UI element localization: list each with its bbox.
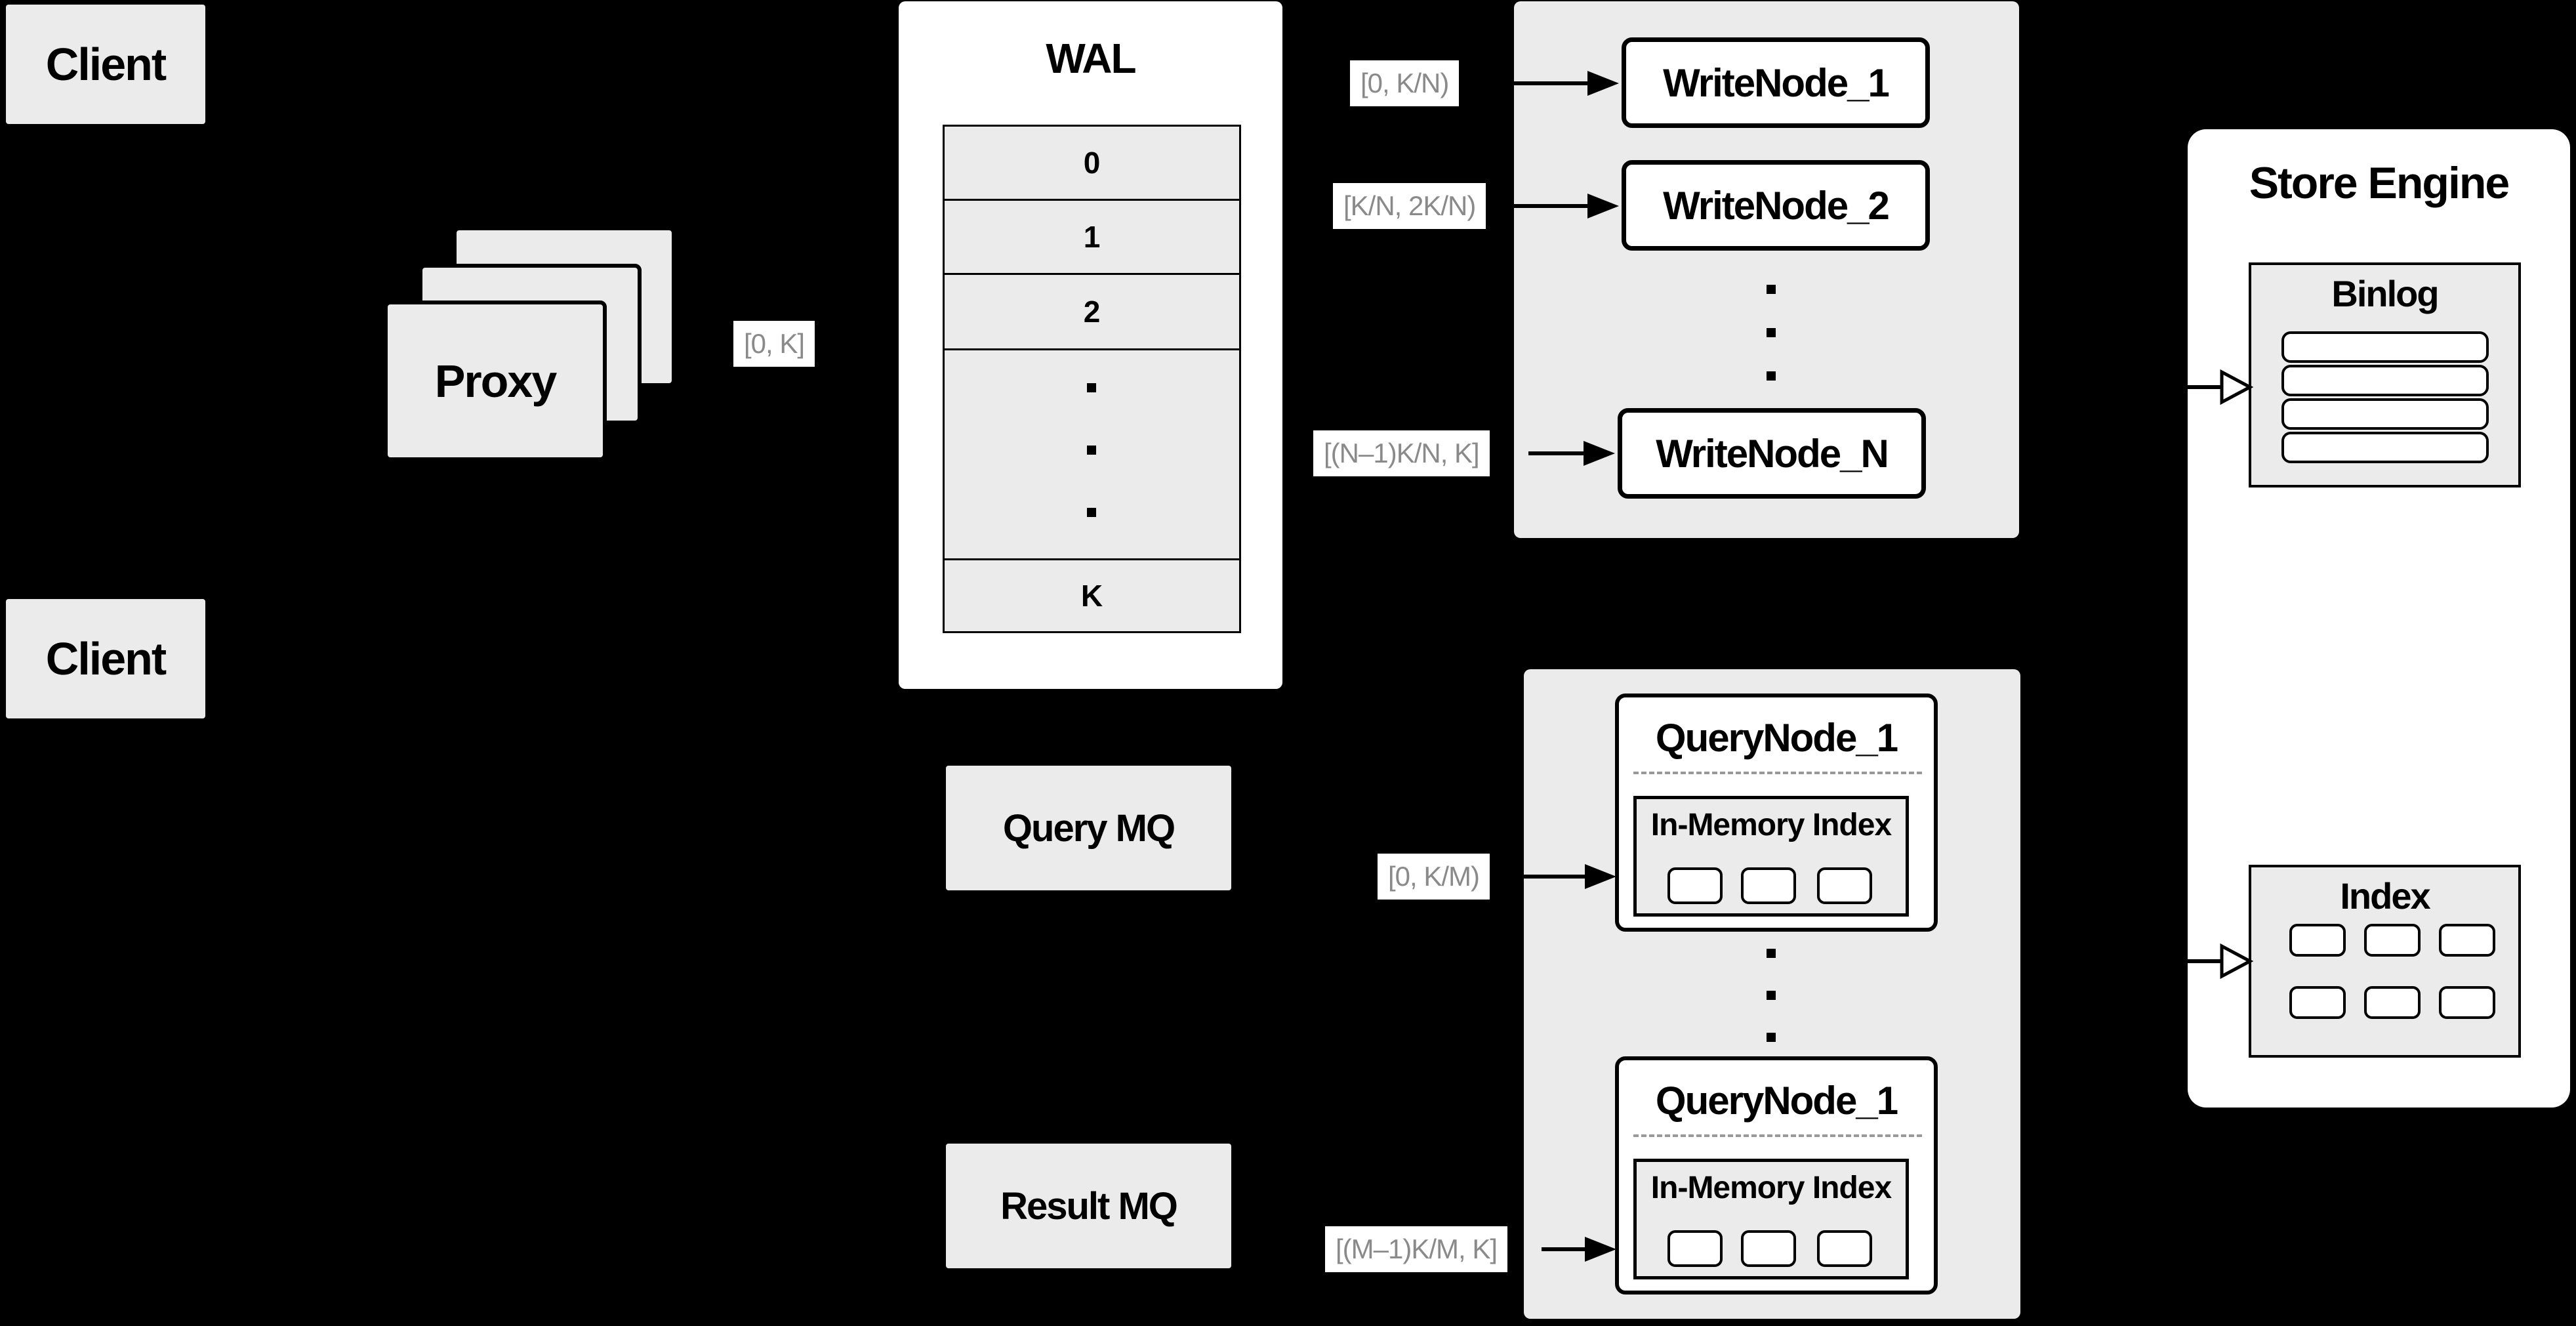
write-node-1: WriteNode_1 xyxy=(1622,37,1930,128)
ellipsis-dot xyxy=(1767,371,1776,381)
proxy-card-front: Proxy xyxy=(384,300,607,461)
wal-segment-0: 0 xyxy=(943,125,1241,201)
query-node-2-title: QueryNode_1 xyxy=(1655,1079,1898,1123)
proxy-range-label: [0, K] xyxy=(733,321,815,367)
wal-segment-2: 2 xyxy=(943,273,1241,350)
client-top-label: Client xyxy=(45,39,167,90)
store-engine-title: Store Engine xyxy=(2249,158,2510,208)
index-cell xyxy=(2364,986,2421,1019)
in-memory-cell xyxy=(1741,867,1796,904)
index-cell xyxy=(2364,924,2421,957)
wal-segment-1: 1 xyxy=(943,199,1241,275)
query-node-2-separator xyxy=(1633,1134,1922,1137)
wal-title: WAL xyxy=(1046,35,1136,82)
proxy-label: Proxy xyxy=(434,355,558,407)
arrow-to-querynode-2 xyxy=(1542,1237,1616,1262)
index-cell xyxy=(2439,924,2495,957)
query-mq-box: Query MQ xyxy=(946,766,1231,890)
write-node-2: WriteNode_2 xyxy=(1622,160,1930,251)
in-memory-cell xyxy=(1817,1230,1872,1267)
ellipsis-dot xyxy=(1767,1033,1776,1042)
ellipsis-dot xyxy=(1767,949,1776,958)
ellipsis-dot xyxy=(1087,383,1096,392)
binlog-row xyxy=(2281,432,2489,463)
arrow-to-binlog xyxy=(2125,369,2254,405)
client-bottom-label: Client xyxy=(45,633,167,684)
index-cell xyxy=(2289,924,2346,957)
ellipsis-dot xyxy=(1767,991,1776,1000)
write-range-label-n: [(N–1)K/N, K] xyxy=(1313,430,1490,476)
in-memory-cell xyxy=(1817,867,1872,904)
client-box-bottom: Client xyxy=(6,599,205,718)
binlog-title: Binlog xyxy=(2331,273,2439,314)
binlog-row xyxy=(2281,365,2489,396)
write-node-n: WriteNode_N xyxy=(1618,408,1926,499)
in-memory-cell xyxy=(1667,867,1723,904)
arrow-to-querynode-1 xyxy=(1522,864,1616,889)
ellipsis-dot xyxy=(1087,508,1096,517)
in-memory-index-title-1: In-Memory Index xyxy=(1650,808,1892,842)
write-range-label-1: [0, K/N) xyxy=(1350,60,1460,106)
result-mq-box: Result MQ xyxy=(946,1144,1231,1268)
index-title: Index xyxy=(2340,875,2430,917)
arrow-to-writenode-1 xyxy=(1484,71,1619,96)
arrow-to-index xyxy=(2125,943,2254,980)
in-memory-cell xyxy=(1741,1230,1796,1267)
query-node-1-title: QueryNode_1 xyxy=(1655,716,1898,760)
query-node-1-separator xyxy=(1633,772,1922,774)
wal-segment-k: K xyxy=(943,558,1241,633)
index-cell xyxy=(2289,986,2346,1019)
client-box-top: Client xyxy=(6,5,205,124)
binlog-row xyxy=(2281,331,2489,363)
query-range-label-1: [0, K/M) xyxy=(1378,854,1490,900)
ellipsis-dot xyxy=(1087,445,1096,455)
write-range-label-2: [K/N, 2K/N) xyxy=(1333,183,1486,229)
ellipsis-dot xyxy=(1767,285,1776,294)
arrow-to-writenode-n xyxy=(1528,441,1615,466)
binlog-row xyxy=(2281,398,2489,430)
arrow-to-writenode-2 xyxy=(1509,194,1619,218)
query-range-label-2: [(M–1)K/M, K] xyxy=(1325,1226,1508,1272)
in-memory-cell xyxy=(1667,1230,1723,1267)
in-memory-index-title-2: In-Memory Index xyxy=(1650,1171,1892,1205)
index-cell xyxy=(2439,986,2495,1019)
ellipsis-dot xyxy=(1767,328,1776,337)
